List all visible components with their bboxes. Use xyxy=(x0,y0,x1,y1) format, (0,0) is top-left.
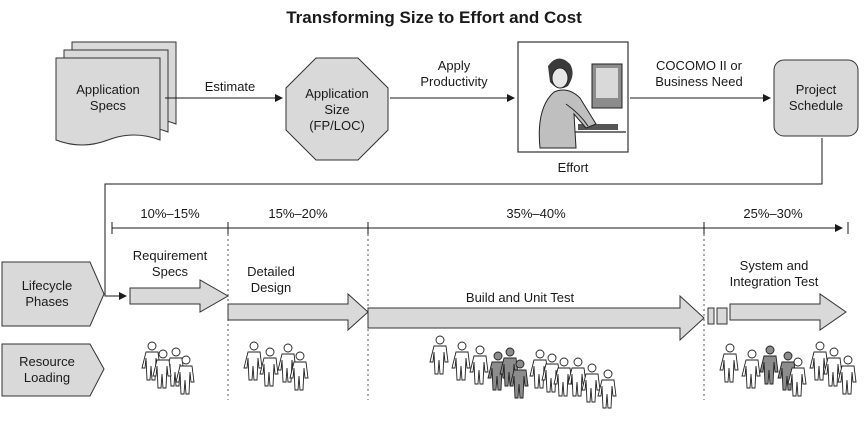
person-figure xyxy=(152,349,172,389)
person-figure xyxy=(175,355,195,395)
project-schedule-box xyxy=(773,59,859,137)
effort-worker-picture xyxy=(517,41,629,153)
phase-arrow-design xyxy=(227,292,369,332)
phase-arrow-requirement xyxy=(129,279,230,313)
person-figure xyxy=(243,341,263,381)
person-figure xyxy=(499,347,519,387)
resource-loading-tag xyxy=(1,343,105,397)
person-figure xyxy=(787,357,807,397)
person-figure xyxy=(597,369,617,409)
resource-people xyxy=(141,335,857,409)
gap-block-1 xyxy=(707,307,715,325)
timeline-ticks xyxy=(111,222,849,234)
person-figure xyxy=(759,345,779,385)
person-figure xyxy=(809,341,829,381)
diagram-title: Transforming Size to Effort and Cost xyxy=(286,8,582,27)
pct-system: 25%–30% xyxy=(743,206,803,221)
person-figure xyxy=(823,347,843,387)
person-figure xyxy=(429,335,449,375)
person-figure xyxy=(719,343,739,383)
person-figure xyxy=(259,347,279,387)
person-figure xyxy=(289,351,309,391)
pct-design: 15%–20% xyxy=(268,206,328,221)
person-figure xyxy=(581,363,601,403)
person-figure xyxy=(141,341,161,381)
pct-build: 35%–40% xyxy=(506,206,566,221)
lifecycle-phases-tag xyxy=(1,261,105,327)
gap-block-2 xyxy=(716,307,728,325)
person-figure xyxy=(741,349,761,389)
phase-arrow-build xyxy=(367,294,705,342)
application-specs-document xyxy=(55,41,177,146)
connector-line xyxy=(104,138,823,300)
person-figure xyxy=(509,359,529,399)
effort-label: Effort xyxy=(557,160,589,175)
phase-arrow-system xyxy=(729,293,847,331)
phase-label-build: Build and Unit Test xyxy=(465,290,575,305)
person-figure xyxy=(451,341,471,381)
person-figure xyxy=(553,357,573,397)
person-figure xyxy=(469,345,489,385)
pct-requirement: 10%–15% xyxy=(140,206,200,221)
person-figure xyxy=(837,355,857,395)
application-size-octagon xyxy=(285,57,389,161)
estimate-label: Estimate xyxy=(204,79,256,94)
